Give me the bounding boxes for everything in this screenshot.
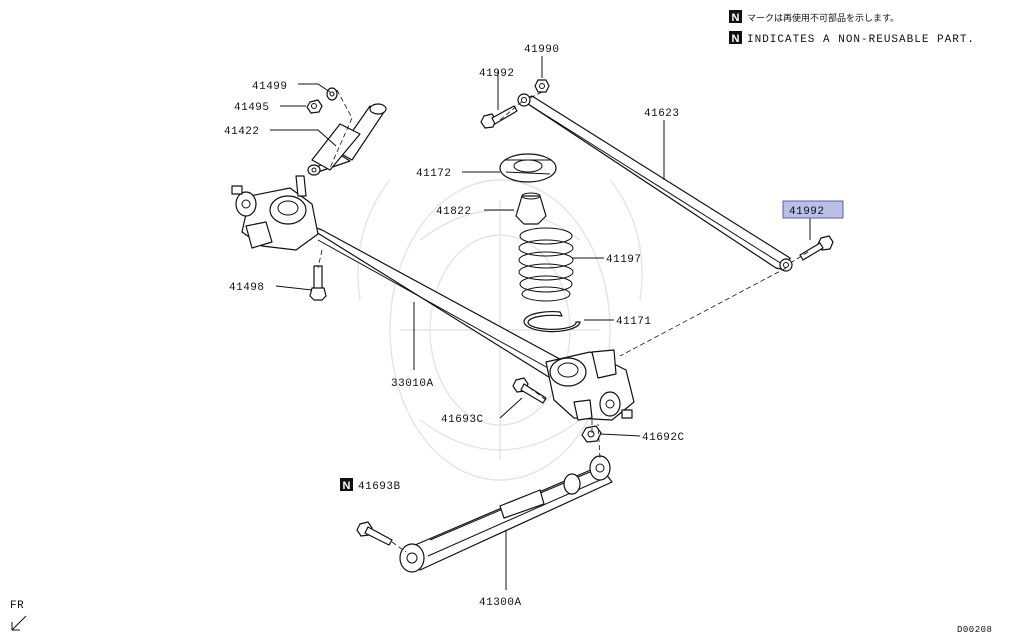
label-41822[interactable]: 41822	[436, 206, 472, 218]
lateral-rod[interactable]	[517, 93, 793, 272]
bolt-41992-right[interactable]	[799, 235, 834, 261]
bolt-41693b[interactable]	[356, 521, 393, 546]
label-41300a[interactable]: 41300A	[479, 597, 522, 609]
non-reusable-mark-41693b	[340, 478, 353, 491]
non-reusable-symbol-1	[729, 10, 742, 23]
label-41992-top[interactable]: 41992	[479, 68, 515, 80]
label-41692c[interactable]: 41692C	[642, 432, 685, 444]
upper-spring-seat[interactable]	[499, 153, 557, 183]
label-41499[interactable]: 41499	[252, 81, 288, 93]
trailing-arm[interactable]	[399, 455, 613, 573]
label-41992-right-highlight	[782, 200, 844, 219]
label-41422[interactable]: 41422	[224, 126, 260, 138]
nut-41990[interactable]	[534, 79, 550, 93]
part-labels: 41990 41992 41623 41992 41499 41495 4142…	[224, 44, 844, 609]
svg-text:N: N	[732, 33, 740, 45]
nut-41495[interactable]	[306, 99, 323, 114]
shock-absorber[interactable]	[307, 103, 387, 176]
label-41693c[interactable]: 41693C	[441, 414, 484, 426]
non-reusable-symbol-2	[729, 31, 742, 44]
label-41990[interactable]: 41990	[524, 44, 560, 56]
leader-lines	[270, 56, 811, 590]
label-33010a[interactable]: 33010A	[391, 378, 434, 390]
bolt-41992-top[interactable]	[480, 105, 518, 129]
label-41693b[interactable]: 41693B	[358, 481, 401, 493]
front-indicator: FR	[10, 600, 27, 631]
svg-text:N: N	[732, 12, 740, 24]
label-41495[interactable]: 41495	[234, 102, 270, 114]
label-41197[interactable]: 41197	[606, 254, 642, 266]
label-41172[interactable]: 41172	[416, 168, 452, 180]
front-arrow-icon	[11, 615, 27, 631]
legend-japanese-text: マークは再使用不可部品を示します。	[747, 12, 899, 24]
label-41623[interactable]: 41623	[644, 108, 680, 120]
front-label: FR	[10, 600, 24, 612]
svg-text:N: N	[343, 480, 351, 492]
coil-spring[interactable]	[518, 227, 574, 302]
label-41171[interactable]: 41171	[616, 316, 652, 328]
non-reusable-legend: N マークは再使用不可部品を示します。 N INDICATES A NON-RE…	[729, 10, 975, 46]
label-41498[interactable]: 41498	[229, 282, 265, 294]
diagram-code: D00208	[957, 625, 992, 635]
label-41992-right[interactable]: 41992	[789, 206, 825, 218]
bump-stopper[interactable]	[515, 192, 547, 225]
nut-41499[interactable]	[326, 87, 338, 101]
bolt-41498[interactable]	[309, 265, 327, 301]
alignment-lines	[317, 89, 809, 553]
nut-41692c[interactable]	[581, 425, 602, 443]
legend-english-text: INDICATES A NON-REUSABLE PART.	[747, 34, 975, 46]
bolt-41693c[interactable]	[512, 377, 547, 404]
rear-axle-beam[interactable]	[231, 175, 635, 421]
lower-spring-pad[interactable]	[523, 310, 581, 333]
